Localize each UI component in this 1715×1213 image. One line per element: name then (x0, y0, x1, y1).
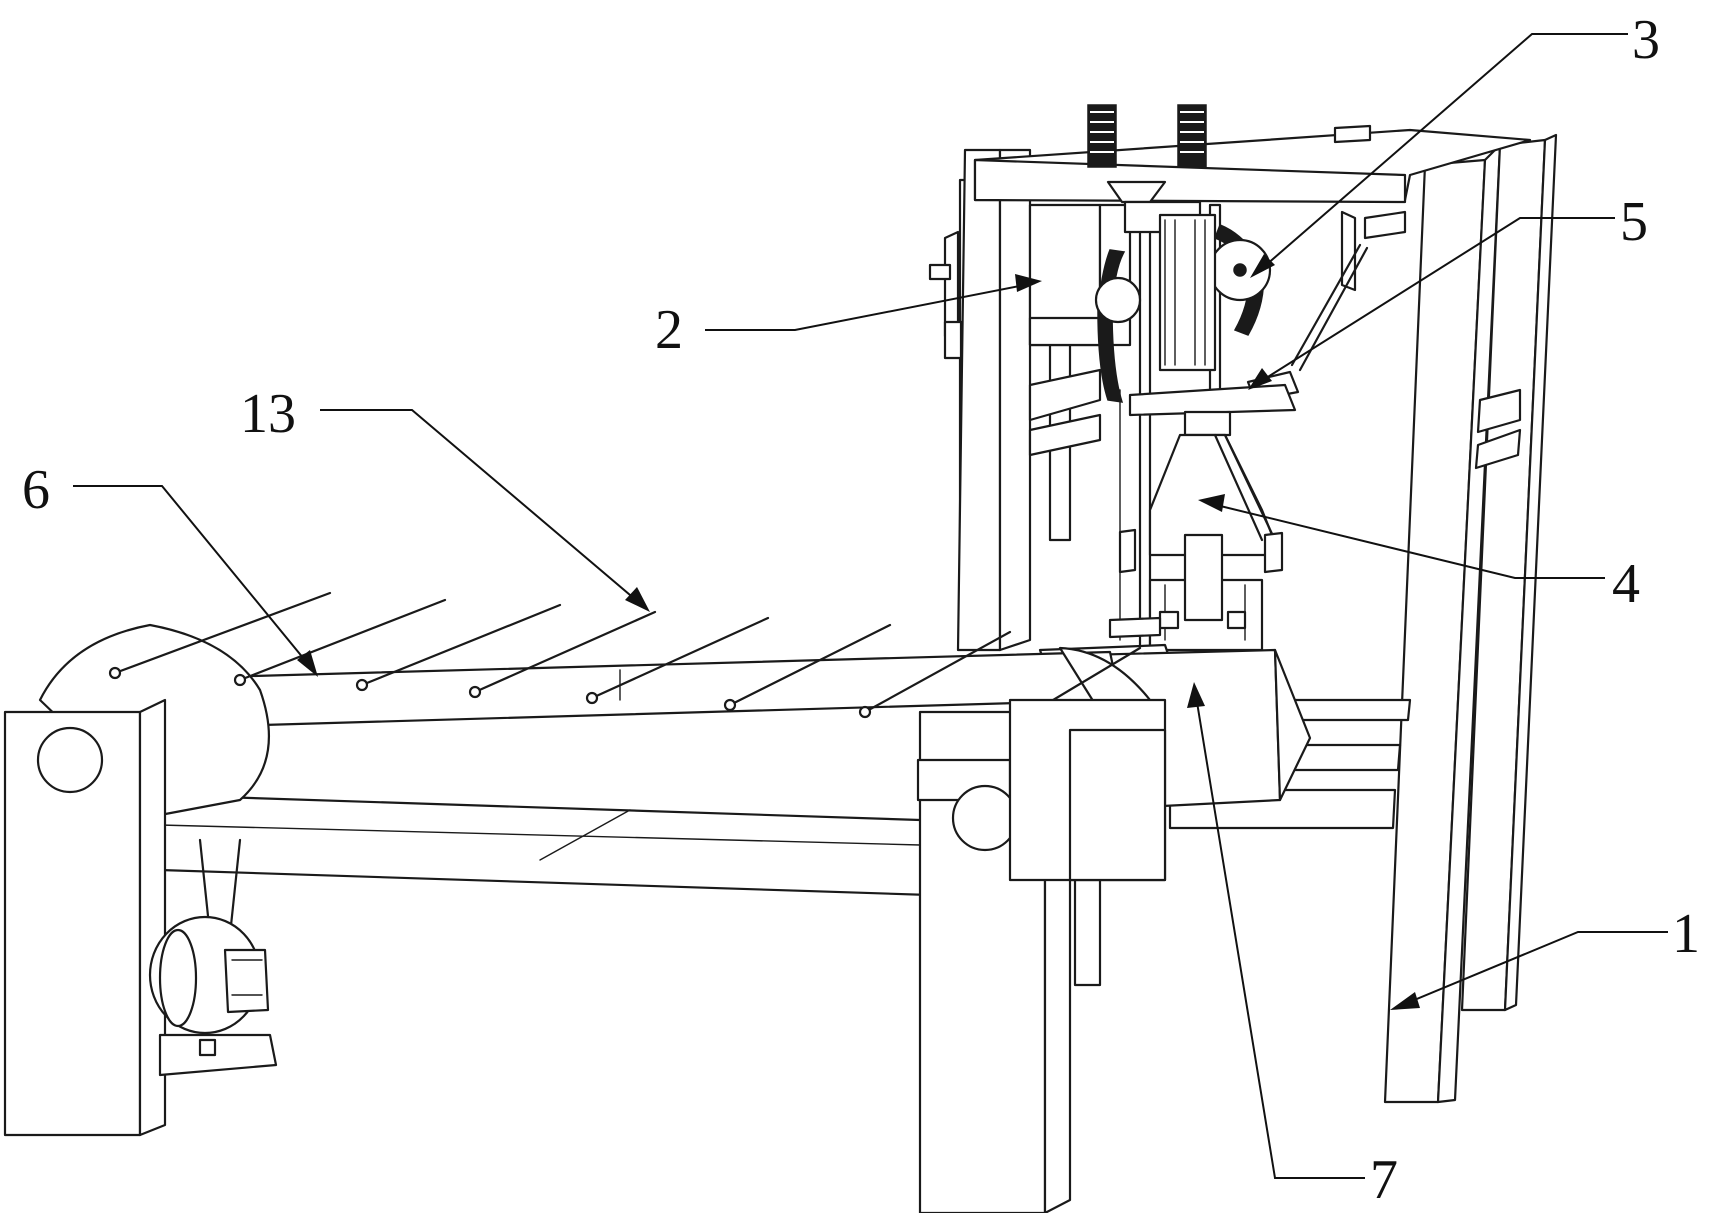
callout-5: 5 (1620, 191, 1648, 253)
callout-7: 7 (1370, 1149, 1398, 1211)
linkage (1128, 210, 1407, 417)
leader-lines (73, 33, 1668, 1179)
callout-4: 4 (1612, 553, 1640, 615)
callout-2: 2 (655, 299, 683, 361)
conveyor (3, 591, 1167, 1213)
chain-drive (1094, 213, 1272, 403)
callout-13: 13 (240, 383, 296, 445)
clamp-assembly (1118, 410, 1284, 652)
motor (148, 838, 278, 1077)
spring-right (1177, 104, 1207, 168)
spring-left (1087, 104, 1117, 168)
callout-6: 6 (22, 459, 50, 521)
callout-1: 1 (1672, 903, 1700, 965)
frame (928, 104, 1558, 1104)
rods (108, 591, 1142, 734)
callout-3: 3 (1632, 9, 1660, 71)
